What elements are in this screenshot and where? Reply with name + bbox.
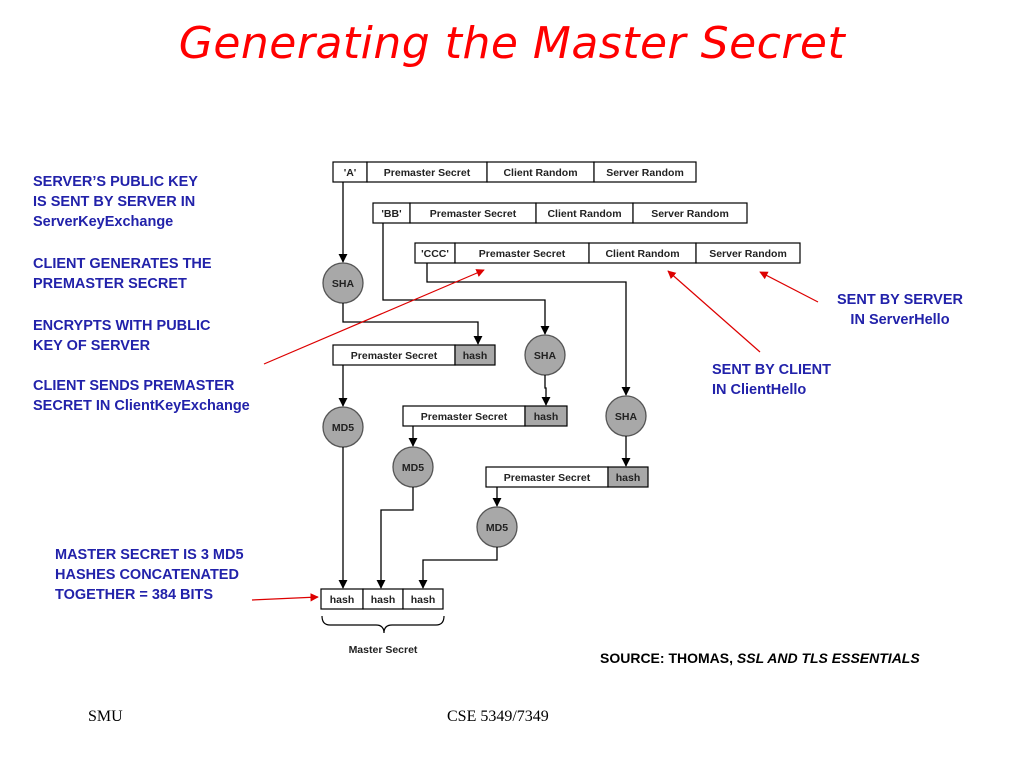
- note-sent-by-server: SENT BY SERVER IN ServerHello: [818, 290, 982, 330]
- connector: [541, 375, 551, 406]
- input-row-1-cell-text: Client Random: [503, 167, 577, 179]
- input-row-1-cell: [593, 161, 697, 183]
- source-citation: SOURCE: THOMAS, SSL AND TLS ESSENTIALS: [600, 650, 920, 666]
- connector: [418, 547, 498, 589]
- connector: [426, 263, 631, 396]
- note-line: SENT BY SERVER: [837, 292, 963, 308]
- premaster-hash-box-3-cell-text: Premaster Secret: [504, 472, 591, 484]
- master-secret-brace: [321, 615, 445, 634]
- input-row-2-cell-text: Premaster Secret: [430, 208, 517, 220]
- connector: [382, 223, 550, 335]
- input-row-3-cell-text: Premaster Secret: [479, 248, 566, 260]
- premaster-hash-box-3-cell: [607, 466, 649, 488]
- note-line: SENT BY CLIENT: [712, 362, 831, 378]
- note-line: HASHES CONCATENATED: [55, 567, 239, 583]
- note-line: PREMASTER SECRET: [33, 276, 187, 292]
- note-line: SERVER’S PUBLIC KEY: [33, 174, 198, 190]
- input-row-2-cell: [632, 202, 748, 224]
- input-row-3-cell-text: Client Random: [605, 248, 679, 260]
- footer-left: SMU: [88, 708, 123, 725]
- master-hash-row-cell: [402, 588, 444, 610]
- annotation-arrow-master-secret: [251, 593, 319, 602]
- input-row-1-cell-text: Premaster Secret: [384, 167, 471, 179]
- input-row-2-cell-text: Client Random: [547, 208, 621, 220]
- note-line: ServerKeyExchange: [33, 214, 174, 230]
- md5-node-1-label: MD5: [332, 422, 354, 434]
- note-line: IN ClientHello: [712, 382, 807, 398]
- sha-node-3-label: SHA: [615, 411, 638, 423]
- note-line: IS SENT BY SERVER IN: [33, 194, 196, 210]
- slide-title: Generating the Master Secret: [178, 18, 846, 69]
- note-line: ENCRYPTS WITH PUBLIC: [33, 318, 211, 334]
- note-line: MASTER SECRET IS 3 MD5: [55, 547, 244, 563]
- input-row-2-cell-text: Server Random: [651, 208, 729, 220]
- master-hash-row-cell-text: hash: [411, 594, 436, 606]
- sha-node-1-label: SHA: [332, 278, 355, 290]
- annotation-arrow-premaster: [263, 269, 485, 365]
- note-client-sends: CLIENT SENDS PREMASTER SECRET IN ClientK…: [33, 376, 250, 416]
- connector: [342, 303, 483, 345]
- master-hash-row-cell-text: hash: [371, 594, 396, 606]
- premaster-hash-box-2-cell-text: Premaster Secret: [421, 411, 508, 423]
- input-row-3-cell-text: 'CCC': [421, 248, 449, 260]
- footer-right: CSE 5349/7349: [447, 708, 549, 725]
- note-line: TOGETHER = 384 BITS: [55, 587, 214, 603]
- annotation-arrow-client-random: [667, 270, 761, 353]
- source-book: SSL AND TLS ESSENTIALS: [736, 650, 920, 666]
- note-line: SECRET IN ClientKeyExchange: [33, 398, 250, 414]
- master-secret-label: Master Secret: [349, 644, 418, 656]
- premaster-hash-box-1-cell-text: Premaster Secret: [351, 350, 438, 362]
- md5-node-3-label: MD5: [486, 522, 508, 534]
- input-row-3-cell: [695, 242, 801, 264]
- annotation-arrow-server-random: [759, 271, 819, 303]
- note-client-generates: CLIENT GENERATES THE PREMASTER SECRET: [33, 254, 212, 294]
- premaster-hash-box-1-cell-text: hash: [463, 350, 488, 362]
- input-row-1-cell-text: 'A': [344, 167, 357, 179]
- input-row-1-cell-text: Server Random: [606, 167, 684, 179]
- note-line: KEY OF SERVER: [33, 338, 151, 354]
- sha-node-2-label: SHA: [534, 350, 557, 362]
- note-encrypts: ENCRYPTS WITH PUBLIC KEY OF SERVER: [33, 316, 211, 356]
- note-server-public-key: SERVER’S PUBLIC KEY IS SENT BY SERVER IN…: [33, 172, 198, 232]
- note-line: CLIENT SENDS PREMASTER: [33, 378, 235, 394]
- note-master-secret: MASTER SECRET IS 3 MD5 HASHES CONCATENAT…: [55, 545, 244, 605]
- master-hash-row-cell-text: hash: [330, 594, 355, 606]
- input-row-2-cell-text: 'BB': [381, 208, 401, 220]
- input-row-3-cell-text: Server Random: [709, 248, 787, 260]
- note-line: CLIENT GENERATES THE: [33, 256, 212, 272]
- premaster-hash-box-2-cell: [524, 405, 568, 427]
- note-sent-by-client: SENT BY CLIENT IN ClientHello: [712, 360, 831, 400]
- premaster-hash-box-3-cell-text: hash: [616, 472, 641, 484]
- premaster-hash-box-2-cell-text: hash: [534, 411, 559, 423]
- note-line: IN ServerHello: [850, 312, 950, 328]
- source-prefix: SOURCE: THOMAS,: [600, 650, 737, 666]
- md5-node-2-label: MD5: [402, 462, 424, 474]
- premaster-hash-box-1-cell: [454, 344, 496, 366]
- connector: [376, 487, 414, 589]
